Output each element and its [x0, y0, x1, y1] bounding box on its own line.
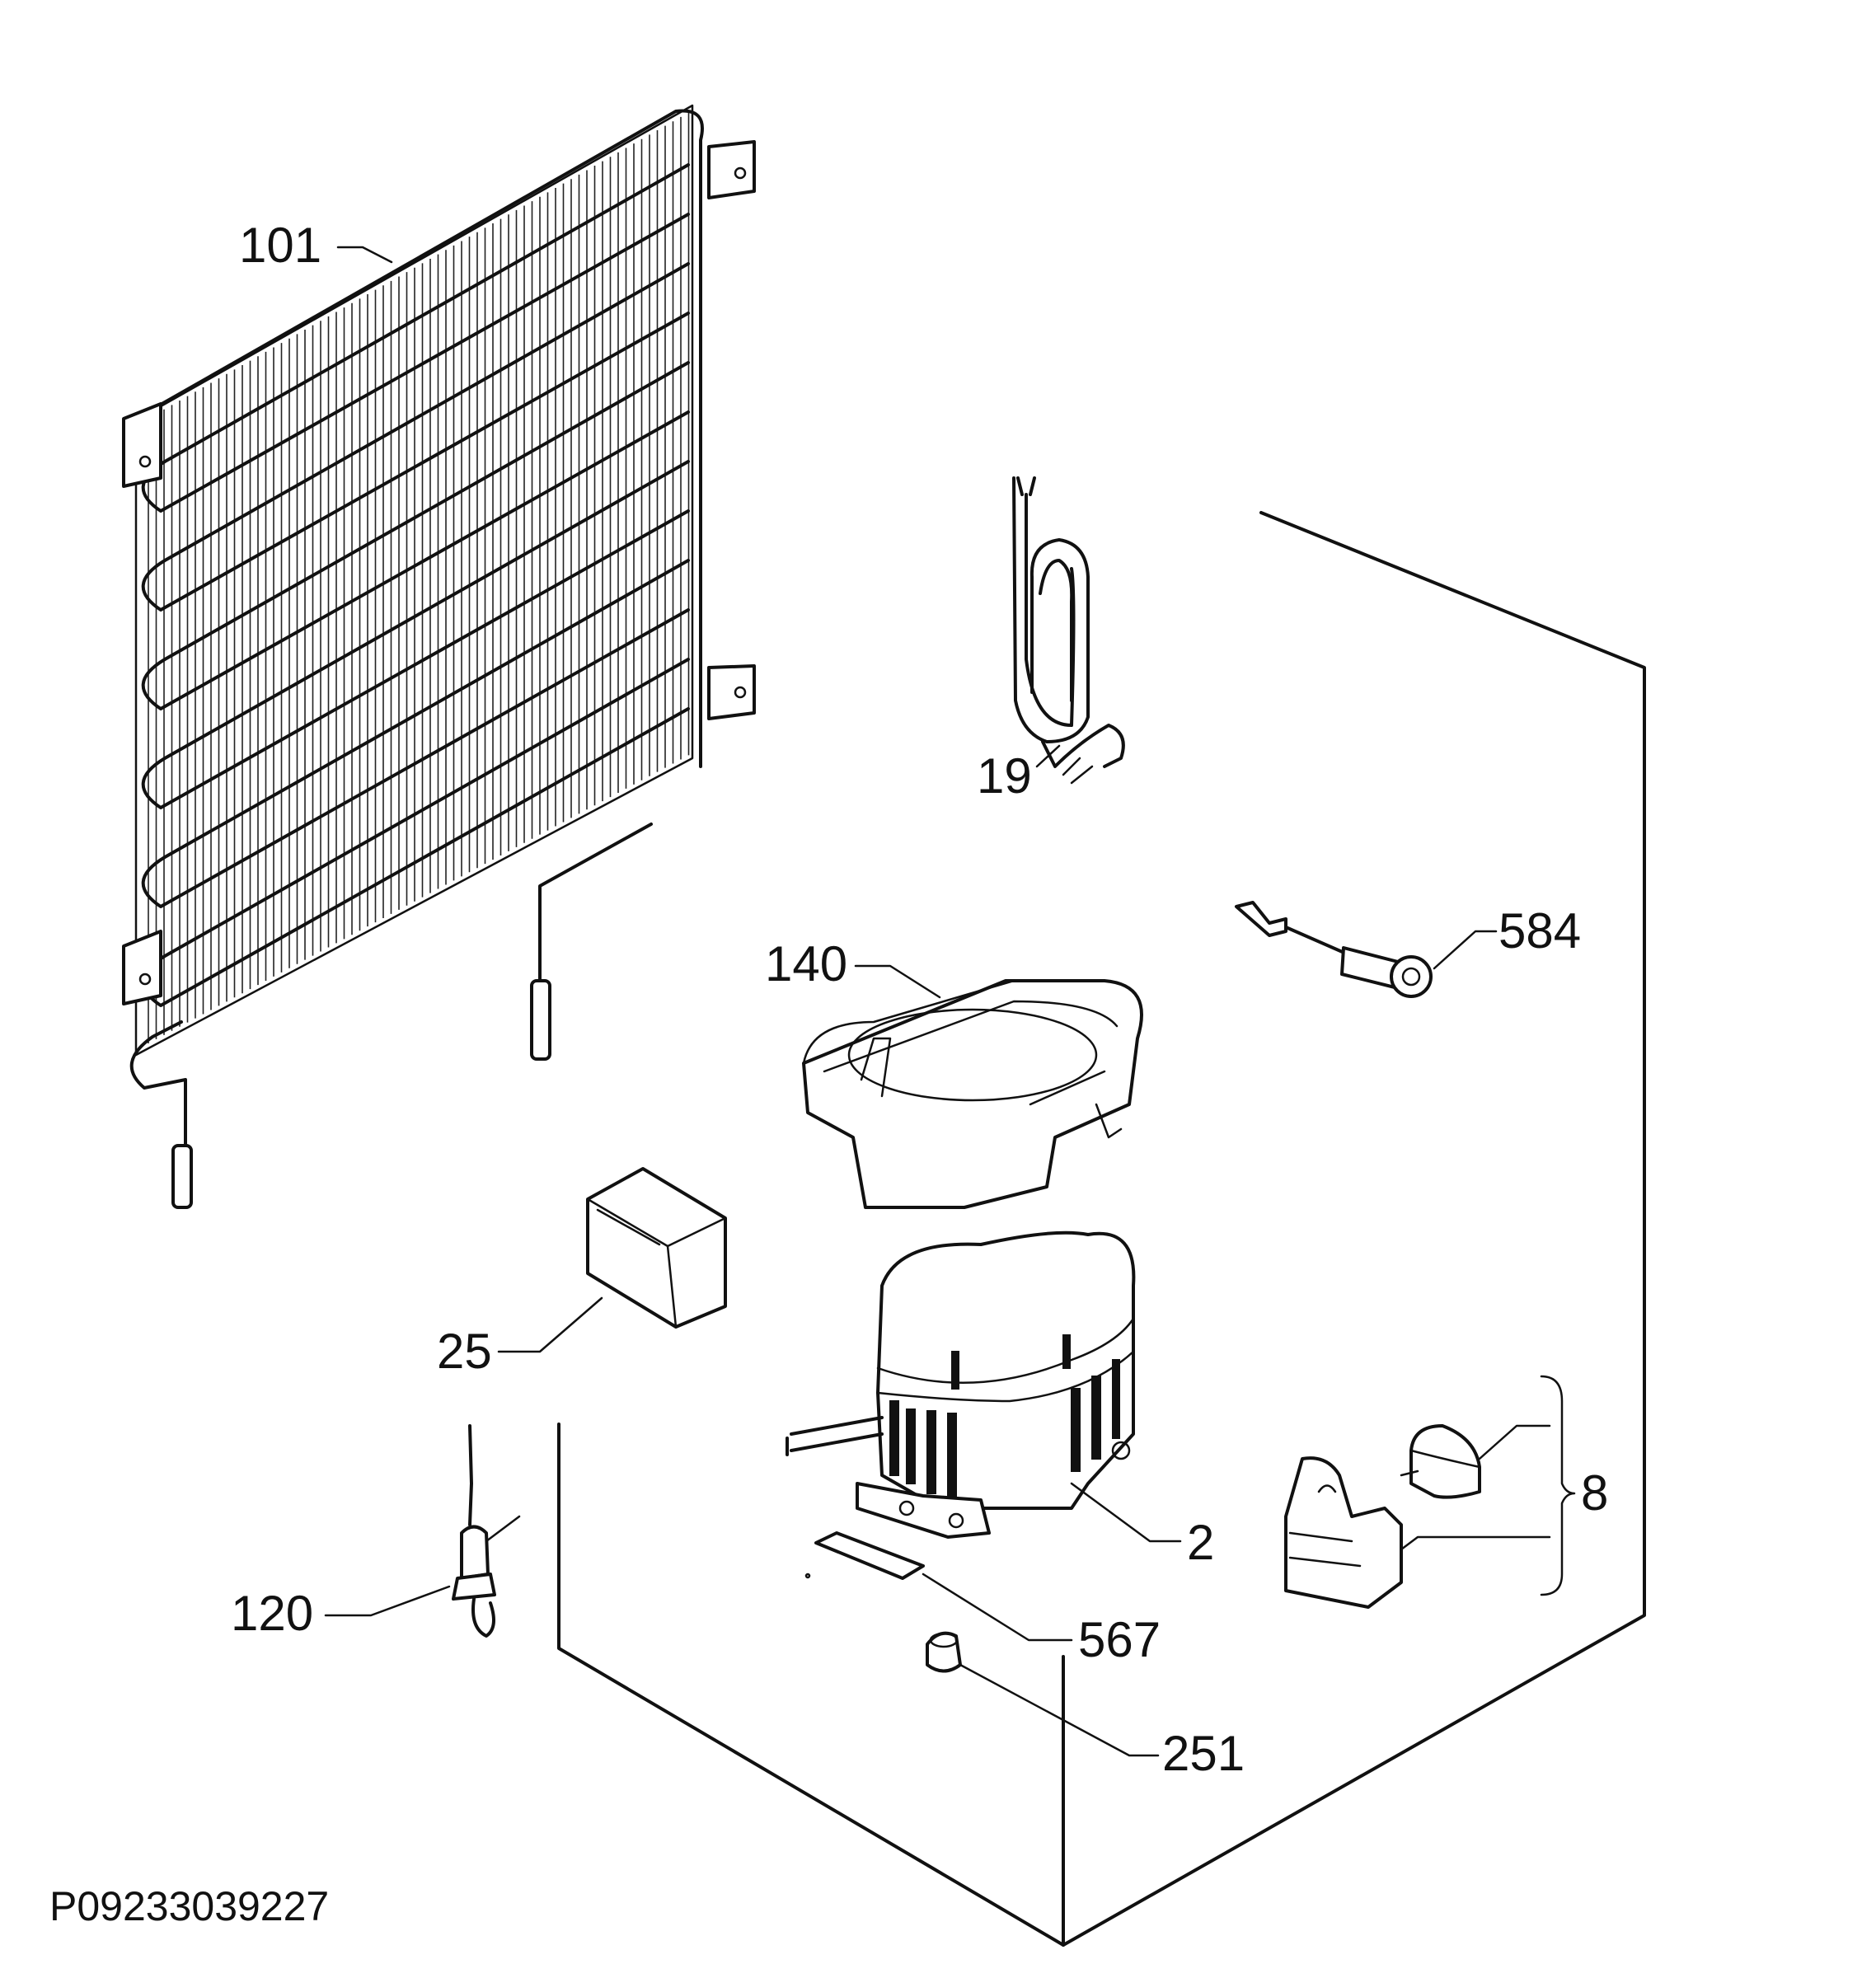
- grommet-icon[interactable]: [926, 1631, 962, 1673]
- sensor-icon[interactable]: [1235, 901, 1433, 998]
- starter-relay-icon[interactable]: [1284, 1424, 1481, 1609]
- leader-584: [1433, 930, 1498, 970]
- bracket-8: [1540, 1375, 1576, 1596]
- condenser-icon[interactable]: [122, 104, 756, 1209]
- mounting-plate-icon[interactable]: [804, 1531, 925, 1580]
- drip-tray-icon[interactable]: [802, 979, 1143, 1209]
- leader-140: [854, 964, 941, 999]
- label-2: 2: [1187, 1515, 1214, 1570]
- label-25: 25: [437, 1324, 492, 1379]
- label-8: 8: [1581, 1465, 1608, 1521]
- leader-8-top: [1478, 1424, 1551, 1460]
- leader-251: [959, 1663, 1160, 1757]
- leader-567: [922, 1573, 1073, 1642]
- cabinet-outline: [557, 511, 1646, 1947]
- label-19: 19: [977, 748, 1032, 804]
- leader-8-bottom: [1400, 1535, 1551, 1551]
- compressor-icon[interactable]: [786, 1230, 1136, 1539]
- leader-19: [1035, 744, 1061, 768]
- filter-drier-icon[interactable]: [452, 1424, 521, 1638]
- leader-25: [497, 1296, 603, 1353]
- label-567: 567: [1078, 1612, 1161, 1667]
- label-251: 251: [1162, 1726, 1245, 1781]
- figure-code: P09233039227: [49, 1883, 329, 1929]
- label-140: 140: [765, 936, 847, 991]
- label-120: 120: [231, 1586, 313, 1641]
- leader-2: [1070, 1482, 1182, 1543]
- leader-120: [324, 1585, 451, 1617]
- label-101: 101: [239, 218, 321, 273]
- label-584: 584: [1498, 903, 1581, 959]
- leader-101: [336, 246, 393, 264]
- relay-box-icon[interactable]: [586, 1167, 727, 1329]
- capillary-tube-icon[interactable]: [1012, 476, 1125, 785]
